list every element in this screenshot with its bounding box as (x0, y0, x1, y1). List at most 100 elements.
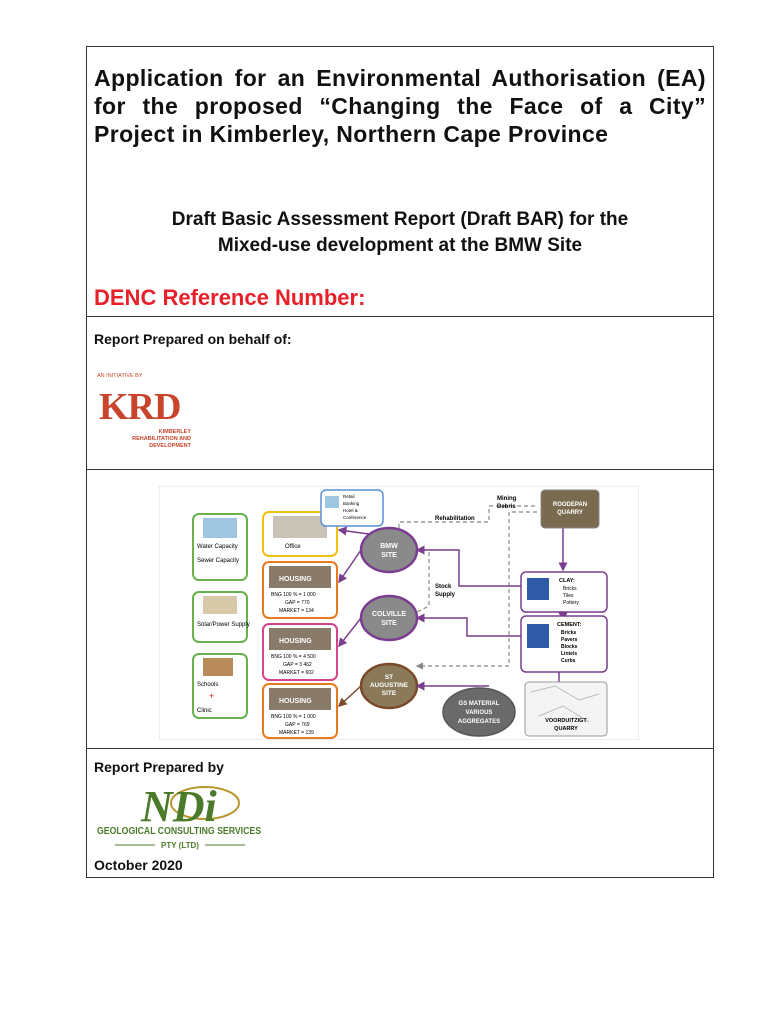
housing-3-label: HOUSING (279, 698, 312, 705)
roodepan-line-2: QUARRY (557, 510, 583, 516)
housing-box-3: HOUSING BNG 100 % = 1 000 GAP = 769 MARK… (262, 683, 338, 739)
housing-2-line-1: BNG 100 % = 4 500 (271, 654, 316, 660)
housing-3-line-3: MARKET = 139 (279, 730, 314, 736)
housing-1-line-1: BNG 100 % = 1 000 (271, 592, 316, 598)
retail-building-icon (325, 496, 339, 508)
flow-rehabilitation-label: Rehabilitation (435, 516, 475, 522)
flow-mining-debris-line-1: Mining (497, 496, 517, 502)
housing-2-label: HOUSING (279, 638, 312, 645)
krd-name-line1: KIMBERLEY (159, 429, 192, 435)
report-subtitle-line1: Draft Basic Assessment Report (Draft BAR… (171, 209, 629, 230)
retail-item-3: Hotel & (343, 508, 358, 513)
housing-2-line-3: MARKET = 602 (279, 670, 314, 676)
housing-box-1: HOUSING BNG 100 % = 1 000 GAP = 770 MARK… (262, 561, 338, 619)
quarry-map-lines (530, 685, 600, 723)
clay-item-2: Tiles (563, 593, 574, 599)
ndi-swoosh (170, 786, 240, 820)
cement-title: CEMENT: (557, 622, 582, 628)
utility-social-item-1: Schools (197, 682, 218, 688)
clinic-cross-icon: + (209, 691, 214, 701)
roodepan-quarry-node: ROODEPAN QUARRY (540, 489, 600, 529)
utility-water-box: Water Capacity Sewer Capacity (192, 513, 248, 581)
office-box: Office (262, 511, 338, 557)
preparer-section: Report Prepared by NDi GEOLOGICAL CONSUL… (87, 749, 713, 879)
school-icon (203, 658, 233, 676)
gs-material-line-3: AGGREGATES (458, 719, 500, 725)
voorduitzigt-line-2: QUARRY (554, 726, 578, 732)
gs-material-line-1: GS MATERIAL (459, 701, 500, 707)
cement-machine-icon (527, 624, 549, 648)
clay-title: CLAY: (559, 578, 575, 584)
roodepan-line-1: ROODEPAN (553, 502, 587, 508)
office-label: Office (285, 544, 301, 550)
cover-page-frame: Application for an Environmental Authori… (86, 46, 714, 878)
voorduitzigt-line-1: VOORDUITZIGT (545, 718, 587, 724)
project-flow-diagram: Water Capacity Sewer Capacity Solar/Powe… (159, 486, 639, 740)
retail-item-1: Retail (343, 494, 355, 499)
cement-products-box: CEMENT: Bricks Pavers Blocks Lintels Cur… (520, 615, 608, 673)
utility-water-item-1: Water Capacity (197, 544, 238, 550)
st-augustine-line-3: SITE (382, 690, 397, 697)
clay-machine-icon (527, 578, 549, 600)
housing-3-line-1: BNG 100 % = 1 000 (271, 714, 316, 720)
ndi-logo: NDi GEOLOGICAL CONSULTING SERVICES PTY (… (97, 782, 261, 850)
flow-mining-debris-line-2: Debris (497, 504, 516, 510)
housing-box-2: HOUSING BNG 100 % = 4 500 GAP = 3 462 MA… (262, 623, 338, 681)
utility-power-item: Solar/Power Supply (197, 622, 250, 628)
ndi-letters: NDi (140, 782, 218, 831)
krd-logo: AN INITIATIVE BY KRD KIMBERLEY REHABILIT… (97, 373, 192, 449)
report-date: October 2020 (94, 857, 183, 873)
bmw-site-node: BMW SITE (359, 526, 419, 574)
st-augustine-site-node: ST AUGUSTINE SITE (359, 662, 419, 710)
cement-item-2: Pavers (561, 637, 578, 643)
bmw-site-line-1: BMW (380, 543, 398, 550)
report-main-title: Application for an Environmental Authori… (94, 65, 706, 147)
utility-power-box: Solar/Power Supply (192, 591, 250, 643)
cement-item-4: Lintels (561, 651, 577, 657)
krd-initiative-text: AN INITIATIVE BY (97, 373, 143, 379)
ndi-company-line2: PTY (LTD) (161, 841, 199, 850)
title-section: Application for an Environmental Authori… (87, 47, 713, 317)
retail-item-4: Conference (343, 515, 367, 520)
bmw-site-line-2: SITE (381, 552, 397, 559)
housing-1-line-2: GAP = 770 (285, 600, 310, 606)
cement-item-5: Curbs (561, 658, 576, 664)
clay-item-3: Pottery (563, 600, 579, 606)
cement-item-3: Blocks (561, 644, 578, 650)
office-building-icon (273, 516, 327, 538)
utility-water-item-2: Sewer Capacity (197, 558, 239, 564)
retail-box: Retail Banking Hotel & Conference (320, 489, 384, 527)
colville-site-line-2: SITE (381, 620, 397, 627)
st-augustine-line-2: AUGUSTINE (370, 682, 409, 689)
client-section: Report Prepared on behalf of: AN INITIAT… (87, 317, 713, 470)
clay-item-1: Bricks (563, 586, 577, 592)
housing-3-line-2: GAP = 769 (285, 722, 310, 728)
clay-products-box: CLAY: Bricks Tiles Pottery (520, 571, 608, 613)
krd-letters: KRD (99, 386, 180, 428)
utility-social-box: Schools + Clinic (192, 653, 248, 719)
colville-site-node: COLVILLE SITE (359, 594, 419, 642)
water-tower-icon (203, 518, 237, 538)
housing-1-line-3: MARKET = 134 (279, 608, 314, 614)
prepared-by-label: Report Prepared by (94, 759, 224, 775)
gs-material-line-2: VARIOUS (466, 710, 493, 716)
cement-item-1: Bricks (561, 630, 577, 636)
voorduitzigt-quarry-node: VOORDUITZIGT QUARRY (524, 681, 608, 737)
ndi-company-line1: GEOLOGICAL CONSULTING SERVICES (97, 826, 261, 837)
utility-social-item-2: Clinic (197, 708, 212, 714)
krd-name-line2: REHABILITATION AND (132, 436, 191, 442)
housing-1-label: HOUSING (279, 576, 312, 583)
st-augustine-line-1: ST (385, 674, 393, 681)
power-plant-icon (203, 596, 237, 614)
colville-site-line-1: COLVILLE (372, 611, 406, 618)
gs-material-node: GS MATERIAL VARIOUS AGGREGATES (442, 687, 516, 737)
housing-2-line-2: GAP = 3 462 (283, 662, 312, 668)
retail-item-2: Banking (343, 501, 360, 506)
krd-name-line3: DEVELOPMENT (149, 443, 192, 449)
report-subtitle: Draft Basic Assessment Report (Draft BAR… (87, 207, 713, 259)
diagram-section: Water Capacity Sewer Capacity Solar/Powe… (87, 470, 713, 749)
prepared-for-label: Report Prepared on behalf of: (94, 331, 292, 347)
flow-stock-supply-line-2: Supply (435, 592, 456, 598)
flow-stock-supply-line-1: Stock (435, 584, 452, 590)
report-subtitle-line2: Mixed-use development at the BMW Site (217, 235, 583, 256)
